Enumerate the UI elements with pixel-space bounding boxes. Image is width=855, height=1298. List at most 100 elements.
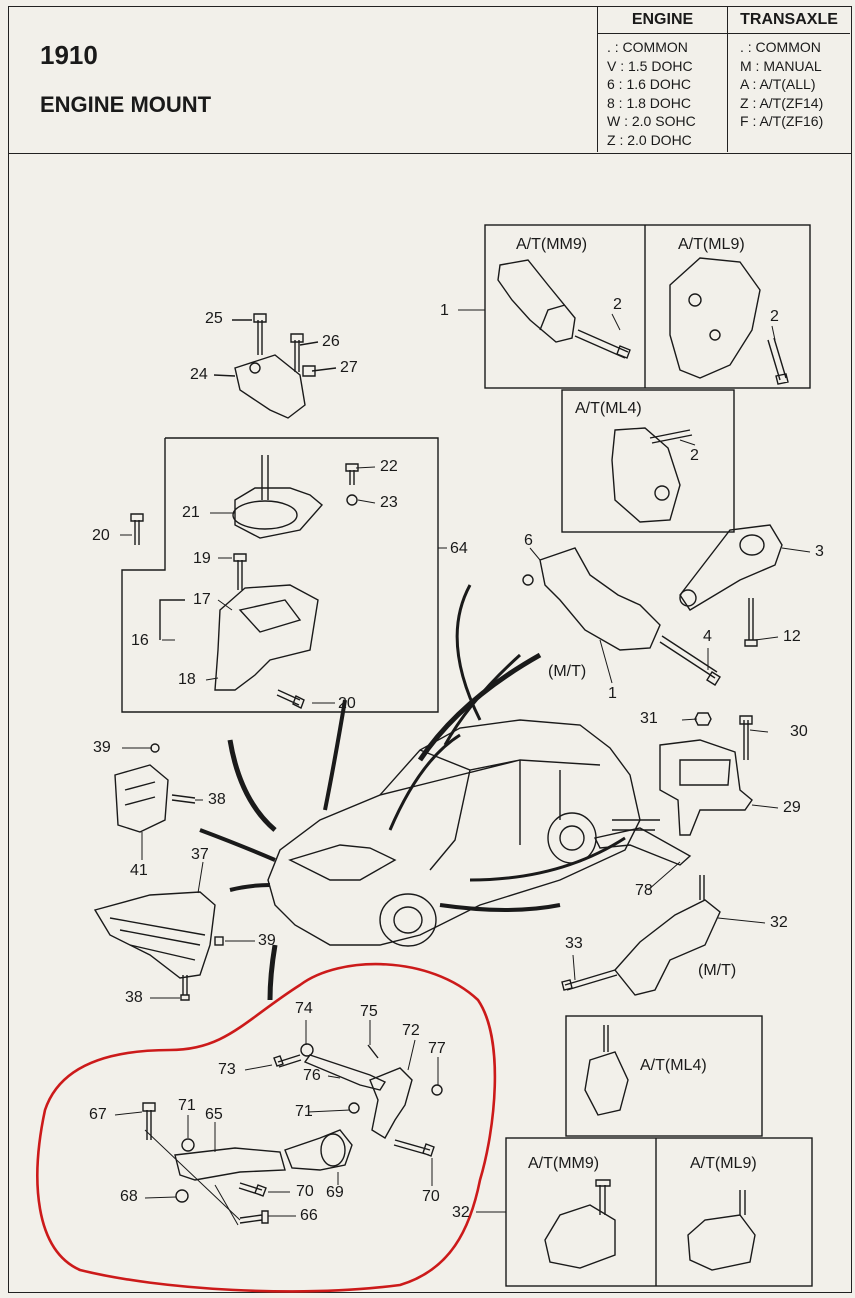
callout: 70 [422,1188,440,1205]
callout: 2 [690,447,699,464]
nut-27 [302,365,316,377]
callout: 19 [193,550,211,567]
callout: 32 [770,914,788,931]
nut-71-left [181,1138,195,1152]
callout: 41 [130,862,148,879]
callout: 77 [428,1040,446,1057]
engine-legend-item: 8 : 1.8 DOHC [607,94,692,111]
indicator-arc-4 [227,739,277,832]
inset-label-mt-32: (M/T) [698,962,737,979]
bolt-38-top [171,794,196,804]
car-wheel-front [379,893,437,947]
bolt-20-bottom [276,689,305,709]
bolt-70-center [238,1182,267,1197]
callout: 38 [208,791,226,808]
washer-23 [346,494,358,506]
callout: 17 [193,591,211,608]
callout: 64 [450,540,468,557]
callout: 3 [815,543,824,560]
page-title: ENGINE MOUNT [40,92,212,117]
callout: 65 [205,1106,223,1123]
inset-box-at-ml4-bottom [565,1015,763,1137]
bolt-12 [744,598,758,647]
callout: 6 [524,532,533,549]
bracket-ml4-top [611,427,681,523]
bolt-75 [367,1044,379,1059]
callout: 24 [190,366,208,383]
bolt-20-left [130,513,144,545]
callout: 26 [322,333,340,350]
callout: 33 [565,935,583,952]
callout: 72 [402,1022,420,1039]
callout: 20 [92,527,110,544]
indicator-arc-7 [229,883,271,892]
leader-24-27 [213,319,337,377]
bolt-2-mm9 [574,329,631,359]
indicator-arc-9 [439,903,561,912]
engine-legend-item: . : COMMON [607,39,688,55]
bolt-2-ml4-top [649,429,693,444]
nut-31 [694,712,712,726]
mount-21 [234,487,324,539]
indicator-arc-1 [417,652,542,762]
callout: 70 [296,1183,314,1200]
inset-label-at-ml4-top: A/T(ML4) [575,400,642,417]
inset-label-at-mm9-bottom: A/T(MM9) [528,1155,600,1172]
callout: 1 [440,302,449,319]
nut-71-center [348,1102,360,1114]
callout: 22 [380,458,398,475]
undercover-37 [93,891,216,979]
inset-box-at-top [484,224,811,389]
mount-ml9-bottom [687,1214,756,1271]
indicator-arc-11 [388,733,461,831]
callout: 20 [338,695,356,712]
callout: 74 [295,1000,313,1017]
engine-legend-item: Z : 2.0 DOHC [607,131,692,148]
callout: 12 [783,628,801,645]
callout: 16 [131,632,149,649]
bracket-ml4-bottom [584,1051,629,1116]
engine-legend-item: 6 : 1.6 DOHC [607,76,692,92]
bracket-16 [214,584,319,691]
inset-label-mt-1: (M/T) [548,663,587,680]
header-divider-mid [727,6,728,152]
nut-74 [300,1043,314,1057]
engine-legend: . : COMMON V : 1.5 DOHC 6 : 1.6 DOHC 8 :… [607,38,696,149]
callout: 75 [360,1003,378,1020]
bracket-41 [114,764,169,833]
nut-6 [522,574,534,586]
bracket-24 [234,354,306,419]
callout: 1 [608,685,617,702]
car-wheel-rear [547,812,597,864]
callout: 76 [303,1067,321,1084]
callout: 38 [125,989,143,1006]
transaxle-legend-item: F : A/T(ZF16) [740,113,824,129]
nut-77 [431,1084,443,1096]
bolt-30 [739,715,753,760]
bracket-ml9 [669,257,761,379]
callout: 4 [703,628,712,645]
transaxle-legend-item: M : MANUAL [740,57,822,74]
car-body [267,719,641,946]
engine-legend-item: V : 1.5 DOHC [607,57,693,74]
transaxle-heading: TRANSAXLE [740,11,838,28]
callout: 39 [258,932,276,949]
bolt-2-ml9 [767,337,789,385]
mount-mm9-bottom [544,1204,616,1269]
inset-box-at-ml4-top [561,389,735,533]
inset-label-at-mm9-top: A/T(MM9) [516,236,588,253]
leader-lines [114,309,811,1226]
transaxle-legend: . : COMMON M : MANUAL A : A/T(ALL) Z : A… [740,38,823,131]
indicator-arc-5 [323,699,347,811]
link-76 [303,1054,387,1091]
inset-label-at-ml9-top: A/T(ML9) [678,236,745,253]
indicator-arc-3 [443,653,522,746]
bolt-25 [253,313,267,355]
bracket-65 [174,1147,286,1181]
engine-heading: ENGINE [631,11,694,28]
callout: 67 [89,1106,107,1123]
callout: 23 [380,494,398,511]
nut-39-bottom [214,936,224,946]
page-frame [8,152,852,1293]
